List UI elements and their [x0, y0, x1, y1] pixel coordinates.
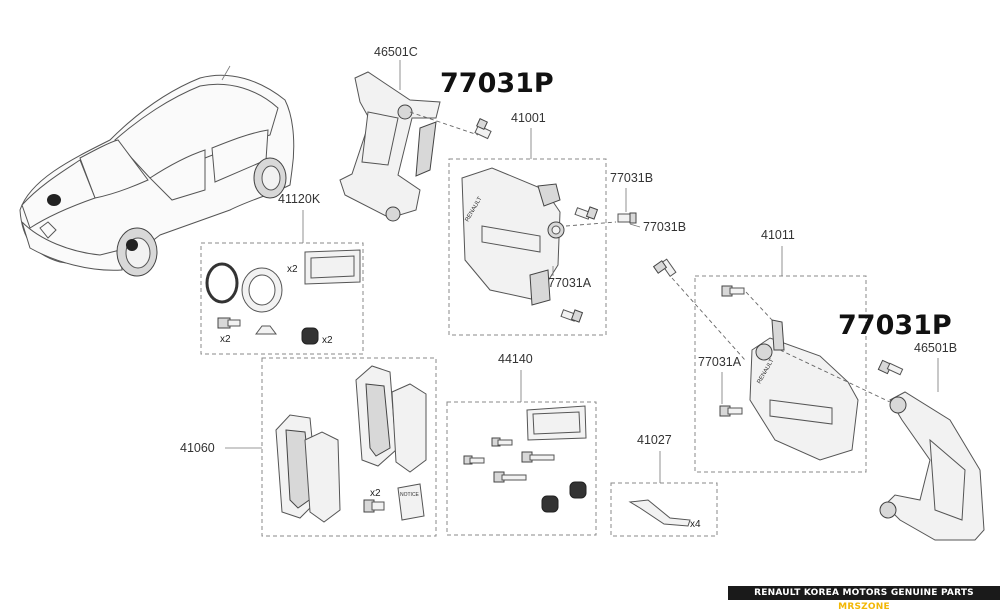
- label-77031B-a: 77031B: [610, 171, 653, 185]
- box-41120K: [200, 242, 364, 355]
- box-41060: [261, 357, 437, 537]
- carrier-46501C: [339, 71, 441, 222]
- label-77031P-right: 77031P: [838, 310, 952, 341]
- seal-kit-41120K: [205, 249, 361, 345]
- footer-banner: RENAULT KOREA MOTORS GENUINE PARTS MRSZO…: [728, 586, 1000, 612]
- clips-41027: [628, 499, 691, 527]
- label-44140: 44140: [498, 352, 533, 366]
- bolt-in-41001: [574, 206, 599, 220]
- car-illustration: [19, 65, 295, 277]
- label-46501C: 46501C: [374, 45, 418, 59]
- brake-pads-41060: NOTICE: [275, 365, 427, 523]
- footer-text: RENAULT KOREA MOTORS GENUINE PARTS: [754, 588, 974, 598]
- label-77031P-top: 77031P: [440, 68, 554, 99]
- label-41001: 41001: [511, 111, 546, 125]
- bolt-77031P-top: [474, 118, 492, 140]
- caliper-41001: RENAULT: [461, 167, 565, 306]
- qty-bolt-x2: x2: [220, 334, 231, 345]
- label-41027: 41027: [637, 433, 672, 447]
- qty-clip-x4: x4: [690, 519, 701, 530]
- box-44140: [446, 401, 597, 536]
- carrier-46501B: [879, 391, 985, 541]
- bleeder-screw: [617, 212, 637, 224]
- label-41060: 41060: [180, 441, 215, 455]
- box-41011: [694, 275, 867, 473]
- label-41120K: 41120K: [278, 192, 321, 206]
- box-41027: [610, 482, 718, 537]
- brake-parts-diagram: 46501C 77031P 41001 RENAULT 77031A 77031…: [19, 45, 985, 541]
- caliper-41011: RENAULT: [749, 319, 859, 461]
- label-41011: 41011: [761, 228, 795, 242]
- notice-label: NOTICE: [400, 492, 420, 498]
- bolt-77031P-right: [877, 359, 904, 376]
- footer-accent: MRSZONE: [838, 602, 890, 612]
- bolt-77031A-right: [719, 405, 743, 417]
- qty-boot-x2: x2: [322, 335, 333, 346]
- box-41001: [448, 158, 607, 336]
- qty-seal-x2: x2: [287, 264, 298, 275]
- label-46501B: 46501B: [914, 341, 957, 355]
- label-77031A-right: 77031A: [698, 355, 742, 369]
- qty-pad-bolt-x2: x2: [370, 488, 381, 499]
- label-77031B-b: 77031B: [643, 220, 686, 234]
- slide-pin: [652, 258, 677, 277]
- bolt-top-41011: [721, 285, 745, 297]
- pin-kit-44140: [463, 405, 587, 513]
- label-77031A-top: 77031A: [548, 276, 592, 290]
- bolt-77031A-left: [560, 309, 584, 323]
